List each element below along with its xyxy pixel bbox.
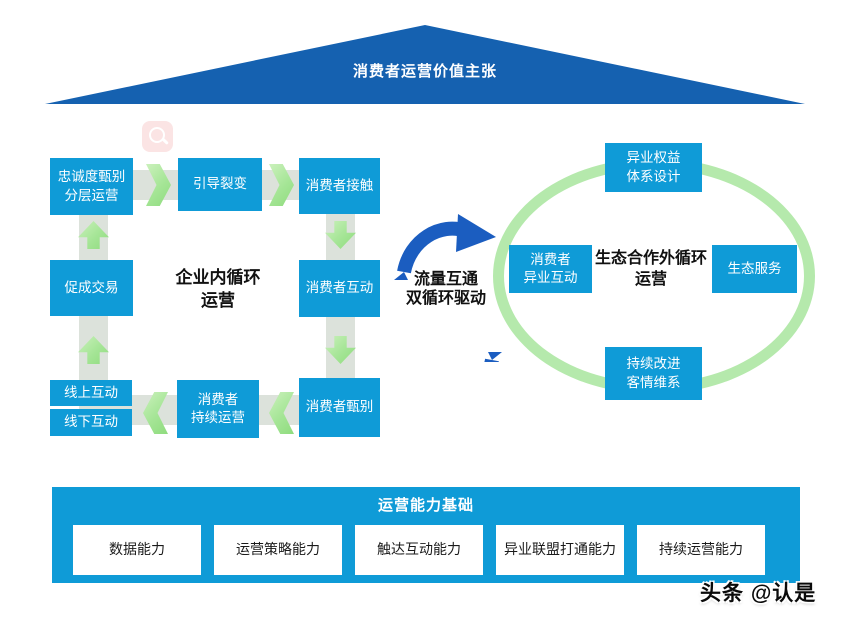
roof-title: 消费者运营价值主张: [352, 63, 497, 80]
capability-box-reach: 触达互动能力: [355, 525, 483, 575]
node-deal: 促成交易: [50, 260, 133, 316]
foundation-bar: 运营能力基础 数据能力 运营策略能力 触达互动能力 异业联盟打通能力 持续运营能…: [52, 487, 800, 583]
node-service: 生态服务: [712, 245, 797, 293]
inner-cycle-label: 企业内循环 运营: [175, 268, 261, 310]
capability-box-data: 数据能力: [73, 525, 201, 575]
node-improve: 持续改进 客情维系: [605, 347, 702, 400]
node-loyalty: 忠诚度甄别 分层运营: [50, 158, 133, 215]
node-contact: 消费者接触: [299, 158, 380, 214]
node-rights: 异业权益 体系设计: [605, 143, 702, 192]
flow-arrows: [394, 214, 502, 362]
magnifier-handle-icon: [162, 137, 169, 145]
node-offline: 线下互动: [50, 409, 132, 436]
search-badge[interactable]: [142, 121, 173, 152]
capability-row: 数据能力 运营策略能力 触达互动能力 异业联盟打通能力 持续运营能力: [73, 525, 765, 575]
node-cross: 消费者 异业互动: [509, 245, 592, 293]
node-interact: 消费者互动: [299, 260, 380, 317]
cycle-arrow-top-icon: [394, 214, 496, 280]
capability-box-sustain: 持续运营能力: [637, 525, 765, 575]
watermark: 头条 @认是: [700, 582, 817, 605]
capability-box-alliance: 异业联盟打通能力: [496, 525, 624, 575]
node-fission: 引导裂变: [178, 158, 262, 211]
node-screen: 消费者甄别: [299, 378, 380, 437]
node-online: 线上互动: [50, 380, 132, 406]
node-sustain: 消费者 持续运营: [177, 380, 259, 438]
foundation-title: 运营能力基础: [377, 497, 474, 514]
capability-box-strategy: 运营策略能力: [214, 525, 342, 575]
flow-label: 流量互通 双循环驱动: [405, 271, 486, 307]
cycle-arrow-bottom-icon: [484, 352, 502, 362]
magnifier-icon: [149, 127, 165, 143]
outer-cycle-label: 生态合作外循环 运营: [594, 250, 707, 288]
